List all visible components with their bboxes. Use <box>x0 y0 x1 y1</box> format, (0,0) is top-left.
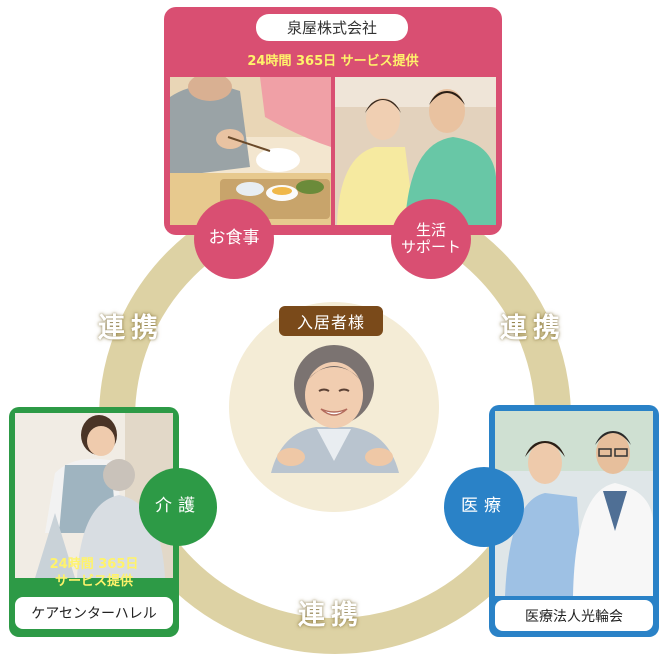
medical-badge: 医療 <box>444 467 524 547</box>
life-support-badge: 生活 サポート <box>391 199 471 279</box>
link-label-bottom: 連携 <box>298 600 364 631</box>
care-center-name: ケアセンターハレル <box>15 597 173 629</box>
izumiya-service-hours: 24時間 365日 サービス提供 <box>247 54 419 69</box>
medical-badge-label: 医療 <box>461 496 507 517</box>
nursing-care-badge-label: 介護 <box>155 496 201 517</box>
care-service-hours-line1: 24時間 365日 <box>49 557 139 572</box>
life-support-line2: サポート <box>400 238 461 256</box>
meal-badge-label: お食事 <box>208 228 260 249</box>
care-service-hours: 24時間 365日 サービス提供 <box>15 556 173 590</box>
link-label-top-right: 連携 <box>500 313 566 344</box>
medical-staff-photo <box>495 411 653 596</box>
nursing-care-badge: 介護 <box>139 468 217 546</box>
izumiya-company-name: 泉屋株式会社 <box>256 14 408 41</box>
life-support-line1: 生活 <box>415 220 446 239</box>
meal-badge: お食事 <box>194 199 274 279</box>
care-service-hours-line2: サービス提供 <box>54 574 133 589</box>
medical-corp-name: 医療法人光輪会 <box>495 600 653 631</box>
resident-label: 入居者様 <box>279 306 383 336</box>
resident-photo <box>261 341 407 473</box>
link-label-top-left: 連携 <box>98 313 164 344</box>
caregiver-photo <box>15 413 173 578</box>
